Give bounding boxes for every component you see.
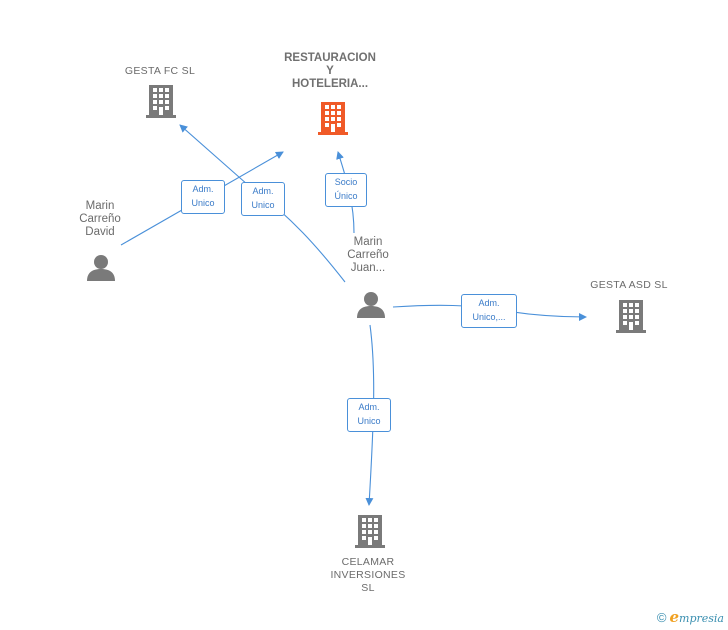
node-label-line: Y [326,65,334,77]
node-label-line: SL [361,582,375,594]
edge-label-line: Adm. [252,186,274,196]
brand-initial: e [669,608,680,626]
node-label-gesta-fc: GESTA FC SL [110,65,210,78]
node-label-gesta-asd: GESTA ASD SL [574,279,684,292]
node-label-line: Carreño [79,213,121,225]
node-label-line: INVERSIONES [330,569,406,581]
node-label-marin-juan: Marin Carreño Juan... [328,236,408,275]
copyright-symbol: © [656,609,667,625]
edge-label-juan-restauracion[interactable]: Socio Único [325,173,367,207]
node-label-marin-david: Marin Carreño David [60,200,140,239]
edge-label-line: Único [334,191,358,201]
edge-label-line: Unico,... [472,312,506,322]
brand-logo[interactable]: empresia [669,608,724,626]
edge-label-juan-gesta-fc[interactable]: Adm. Unico [241,182,285,216]
building-icon-highlighted [318,102,348,135]
edge-label-line: Adm. [192,184,214,194]
person-icon [357,292,385,318]
edge-label-line: Adm. [358,402,380,412]
node-label-line: Juan... [350,262,386,274]
edge-label-line: Socio [334,177,358,187]
node-label-line: Carreño [347,249,389,261]
edge-label-line: Adm. [478,298,500,308]
edge-label-juan-celamar[interactable]: Adm. Unico [347,398,391,432]
node-label-line: David [85,226,115,238]
node-label-celamar: CELAMAR INVERSIONES SL [318,556,418,595]
node-label-restauracion: RESTAURACION Y HOTELERIA... [270,52,390,91]
node-label-line: RESTAURACION [284,52,376,64]
person-icon [87,255,115,281]
edge-label-line: Unico [357,416,381,426]
edge-label-david-restauracion[interactable]: Adm. Unico [181,180,225,214]
building-icon [146,85,176,118]
node-label-line: GESTA ASD SL [590,279,668,291]
node-label-line: GESTA FC SL [124,65,196,77]
node-label-line: Marin [85,200,115,212]
node-label-line: HOTELERIA... [291,78,369,90]
building-icon [616,300,646,333]
edge-label-juan-gesta-asd[interactable]: Adm. Unico,... [461,294,517,328]
node-label-line: CELAMAR [341,556,395,568]
edge-label-line: Unico [251,200,275,210]
footer-brand: © empresia [657,608,724,626]
brand-name: mpresia [679,612,724,625]
building-icon [355,515,385,548]
node-label-line: Marin [353,236,383,248]
edge-label-line: Unico [191,198,215,208]
